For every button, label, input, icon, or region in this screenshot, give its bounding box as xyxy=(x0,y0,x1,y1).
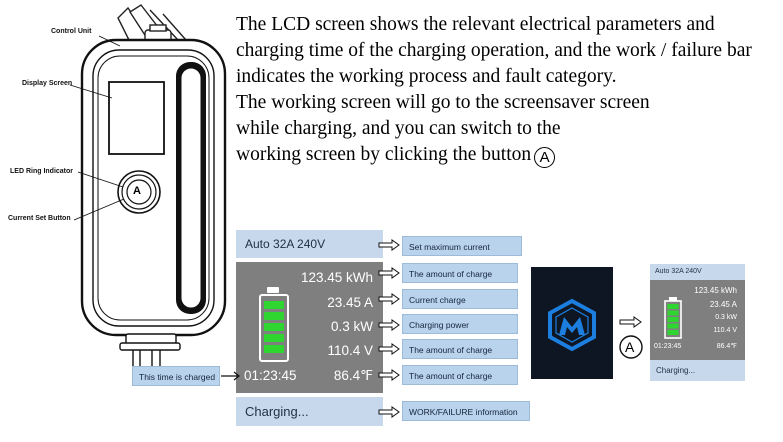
lcd-voltage-value: 110.4 V xyxy=(327,343,373,358)
note-charging-power: Charging power xyxy=(402,314,518,334)
led-ring-label: LED Ring Indicator xyxy=(10,168,73,175)
mini-energy-value: 123.45 kWh xyxy=(694,286,737,295)
note-amount-of-charge-1: The amount of charge xyxy=(402,263,518,283)
description-line-3: while charging, and you can switch to th… xyxy=(236,118,561,139)
button-a-icon: A xyxy=(534,147,556,168)
mini-lcd-status-bar: Charging... xyxy=(650,360,745,381)
battery-icon xyxy=(259,294,289,362)
lcd-time-value: 01:23:45 xyxy=(244,368,297,383)
battery-cell xyxy=(264,301,284,309)
note-set-max-current: Set maximum current xyxy=(402,236,522,256)
note-amount-of-charge-3: The amount of charge xyxy=(402,365,518,385)
charger-drawing xyxy=(69,4,227,372)
note-current-charge: Current charge xyxy=(402,289,518,309)
device-button-letter: A xyxy=(133,185,141,197)
lcd-temperature-value: 86.4℉ xyxy=(333,368,373,383)
note-work-failure: WORK/FAILURE information xyxy=(402,401,530,421)
lcd-top-bar: Auto 32A 240V xyxy=(236,230,383,258)
note-time-charged: This time is charged xyxy=(132,366,220,386)
battery-cell xyxy=(264,323,284,331)
battery-cell xyxy=(264,334,284,342)
set-button-label: Current Set Button xyxy=(8,215,71,222)
mini-lcd-screen: Auto 32A 240V 123.45 kWh 23.45 A 0.3 kW … xyxy=(650,264,745,381)
lcd-power-value: 0.3 kW xyxy=(330,319,373,334)
lcd-status-bar: Charging... xyxy=(236,397,383,426)
battery-cap xyxy=(267,287,279,293)
lcd-energy-value: 123.45 kWh xyxy=(300,270,373,285)
battery-cell xyxy=(264,312,284,320)
control-unit-label: Control Unit xyxy=(51,28,92,35)
mini-voltage-value: 110.4 V xyxy=(713,327,737,334)
battery-cell xyxy=(264,345,284,353)
mini-battery-icon xyxy=(664,297,682,339)
description-line-2: The working screen will go to the screen… xyxy=(236,92,650,113)
mini-current-value: 23.45 A xyxy=(709,300,737,309)
description-paragraph-1: The LCD screen shows the relevant electr… xyxy=(236,14,752,87)
mini-temperature-value: 86.4℉ xyxy=(716,343,737,350)
mini-time-value: 01:23:45 xyxy=(654,343,682,350)
lcd-current-value: 23.45 A xyxy=(327,295,373,310)
brand-logo-icon xyxy=(548,298,596,352)
screensaver-screen xyxy=(531,267,613,379)
switch-arrow xyxy=(619,316,643,359)
annotation-arrows xyxy=(378,239,400,418)
display-screen-label: Display Screen xyxy=(22,80,73,87)
switch-button-letter: A xyxy=(625,339,635,355)
mini-lcd-top-bar: Auto 32A 240V xyxy=(650,264,745,280)
time-arrow xyxy=(221,371,240,381)
description-line-4-text: working screen by clicking the button xyxy=(236,144,532,165)
mini-power-value: 0.3 kW xyxy=(715,314,737,321)
description-text: The LCD screen shows the relevant electr… xyxy=(236,12,781,168)
lcd-main-screen: 123.45 kWh 23.45 A 0.3 kW 110.4 V 01:23:… xyxy=(236,262,383,393)
note-amount-of-charge-2: The amount of charge xyxy=(402,339,518,359)
charger-illustration: Control Unit Display Screen LED Ring Ind… xyxy=(0,0,235,437)
